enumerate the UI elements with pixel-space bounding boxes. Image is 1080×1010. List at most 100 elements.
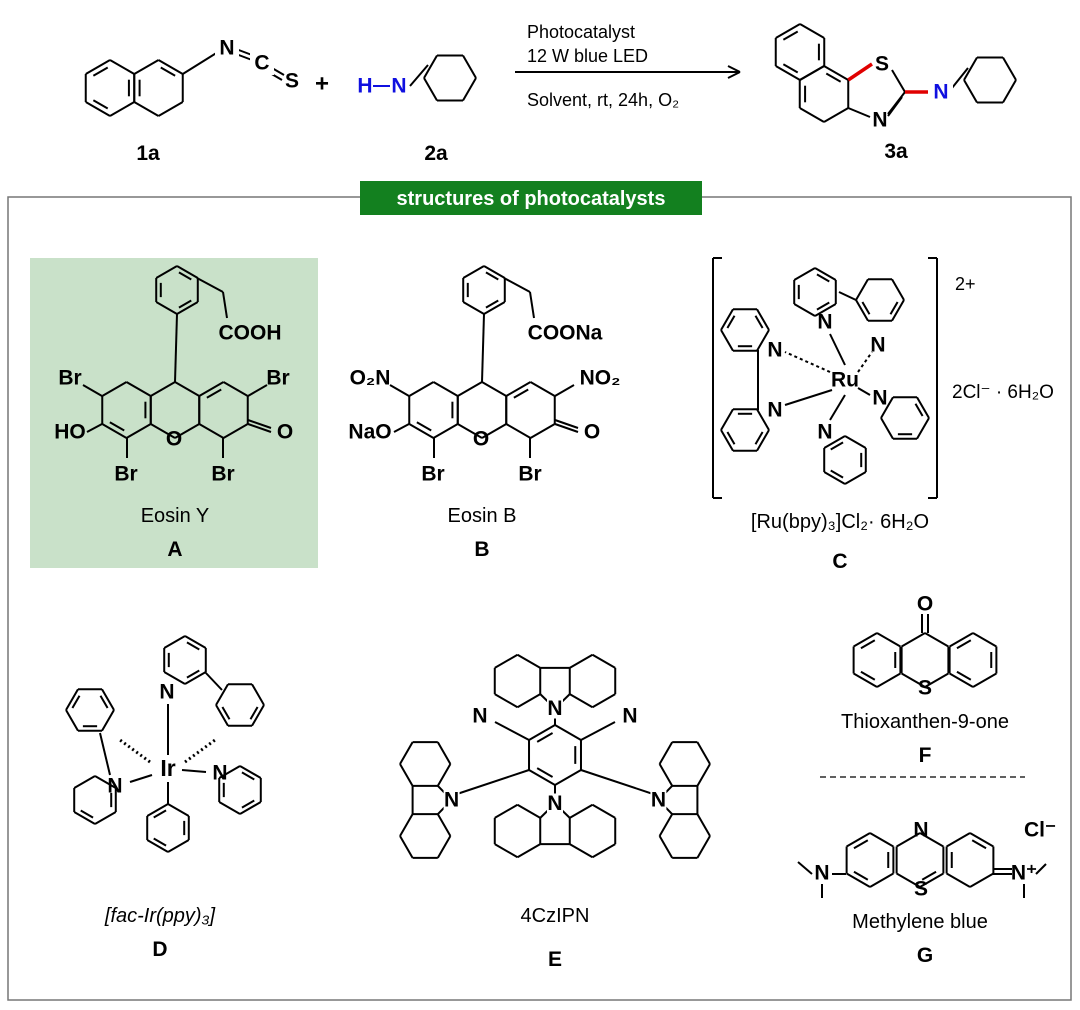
atom-ona: NaO bbox=[348, 421, 391, 444]
bond bbox=[505, 423, 531, 439]
bond bbox=[754, 315, 764, 329]
bond bbox=[754, 431, 764, 445]
bond bbox=[483, 301, 506, 315]
bond bbox=[793, 303, 816, 317]
bond bbox=[481, 313, 485, 383]
bond bbox=[554, 724, 582, 741]
bond bbox=[247, 423, 272, 433]
compound-label-1a: 1a bbox=[136, 142, 160, 165]
bond bbox=[206, 388, 222, 399]
bond bbox=[239, 801, 262, 815]
bond bbox=[174, 423, 200, 439]
bond bbox=[896, 872, 921, 888]
atom-n-carbazole: N bbox=[651, 789, 666, 812]
bond bbox=[756, 329, 770, 352]
catalyst-letter: D bbox=[152, 938, 167, 961]
bond bbox=[516, 693, 541, 709]
atom-bg bbox=[547, 698, 563, 719]
atom-bg bbox=[443, 790, 460, 810]
bond bbox=[880, 396, 894, 419]
bond bbox=[184, 635, 207, 649]
atom-br: Br bbox=[58, 367, 81, 390]
bond bbox=[823, 471, 846, 485]
bond bbox=[436, 741, 452, 765]
bond bbox=[793, 267, 816, 281]
bond bbox=[969, 832, 994, 848]
catalyst-name: 4CzIPN bbox=[521, 905, 590, 927]
bond bbox=[73, 811, 96, 825]
bond bbox=[99, 732, 111, 776]
bond bbox=[516, 843, 541, 859]
catalyst-letter: E bbox=[548, 948, 562, 971]
bond bbox=[891, 69, 906, 93]
bond bbox=[146, 803, 169, 817]
bond bbox=[94, 775, 117, 789]
atom-ho: HO bbox=[54, 421, 86, 444]
bond bbox=[591, 653, 616, 669]
bond bbox=[393, 423, 410, 433]
bond bbox=[119, 738, 151, 764]
bond bbox=[580, 769, 663, 798]
atom-o: O bbox=[917, 593, 933, 616]
bond bbox=[215, 704, 229, 727]
catalyst-f-thioxanthenone: O S Thioxanthen-9-one F bbox=[841, 593, 1009, 768]
bond bbox=[174, 313, 178, 383]
bond bbox=[251, 704, 265, 727]
bond bbox=[949, 632, 974, 648]
reactant-2a: H N 2a bbox=[357, 75, 448, 166]
bond bbox=[176, 265, 199, 279]
bond bbox=[963, 79, 978, 104]
bond bbox=[153, 837, 167, 847]
bond bbox=[80, 809, 94, 819]
bond bbox=[919, 832, 944, 848]
bond bbox=[696, 813, 711, 837]
bond bbox=[399, 741, 414, 765]
atom-n: N bbox=[817, 421, 832, 444]
bond bbox=[433, 423, 459, 439]
bond bbox=[218, 801, 241, 815]
bond bbox=[198, 381, 224, 397]
atom-n: N bbox=[212, 762, 227, 785]
catalyst-letter: A bbox=[167, 538, 182, 561]
bond bbox=[853, 672, 878, 688]
atom-n-carbazole: N bbox=[547, 792, 562, 815]
bond bbox=[184, 738, 216, 764]
bond bbox=[971, 839, 987, 850]
catalyst-letter: B bbox=[474, 538, 489, 561]
bond bbox=[82, 384, 103, 397]
bond bbox=[696, 763, 711, 787]
bond bbox=[919, 872, 944, 888]
bond bbox=[178, 299, 192, 309]
bond bbox=[946, 872, 971, 888]
panel-title: structures of photocatalysts bbox=[397, 188, 666, 210]
bond bbox=[860, 639, 876, 650]
bond bbox=[554, 384, 575, 397]
bond bbox=[481, 381, 507, 397]
bond bbox=[816, 301, 830, 311]
bond bbox=[204, 671, 223, 691]
bond bbox=[580, 721, 616, 741]
bond bbox=[797, 861, 813, 875]
bond bbox=[423, 54, 438, 79]
bond bbox=[591, 843, 616, 859]
atom-c: C bbox=[254, 52, 269, 75]
panel-title-badge bbox=[360, 181, 702, 215]
bond bbox=[239, 765, 262, 779]
compound-label-2a: 2a bbox=[424, 142, 448, 165]
bond bbox=[1002, 56, 1017, 81]
bond bbox=[569, 803, 594, 819]
bond bbox=[816, 273, 830, 283]
bond bbox=[462, 265, 485, 279]
atom-n-carbazole: N bbox=[547, 697, 562, 720]
bond bbox=[696, 835, 711, 859]
bond bbox=[389, 384, 410, 397]
counterion: 2Cl⁻ · 6H₂O bbox=[952, 382, 1054, 403]
atom-n-nitrile: N bbox=[472, 705, 487, 728]
bond bbox=[536, 767, 554, 778]
bond bbox=[85, 59, 111, 75]
bond bbox=[891, 299, 905, 322]
bond bbox=[530, 423, 556, 439]
atom-cooh: COOH bbox=[219, 322, 282, 345]
catalyst-name: Methylene blue bbox=[852, 911, 988, 933]
bond bbox=[844, 471, 867, 485]
